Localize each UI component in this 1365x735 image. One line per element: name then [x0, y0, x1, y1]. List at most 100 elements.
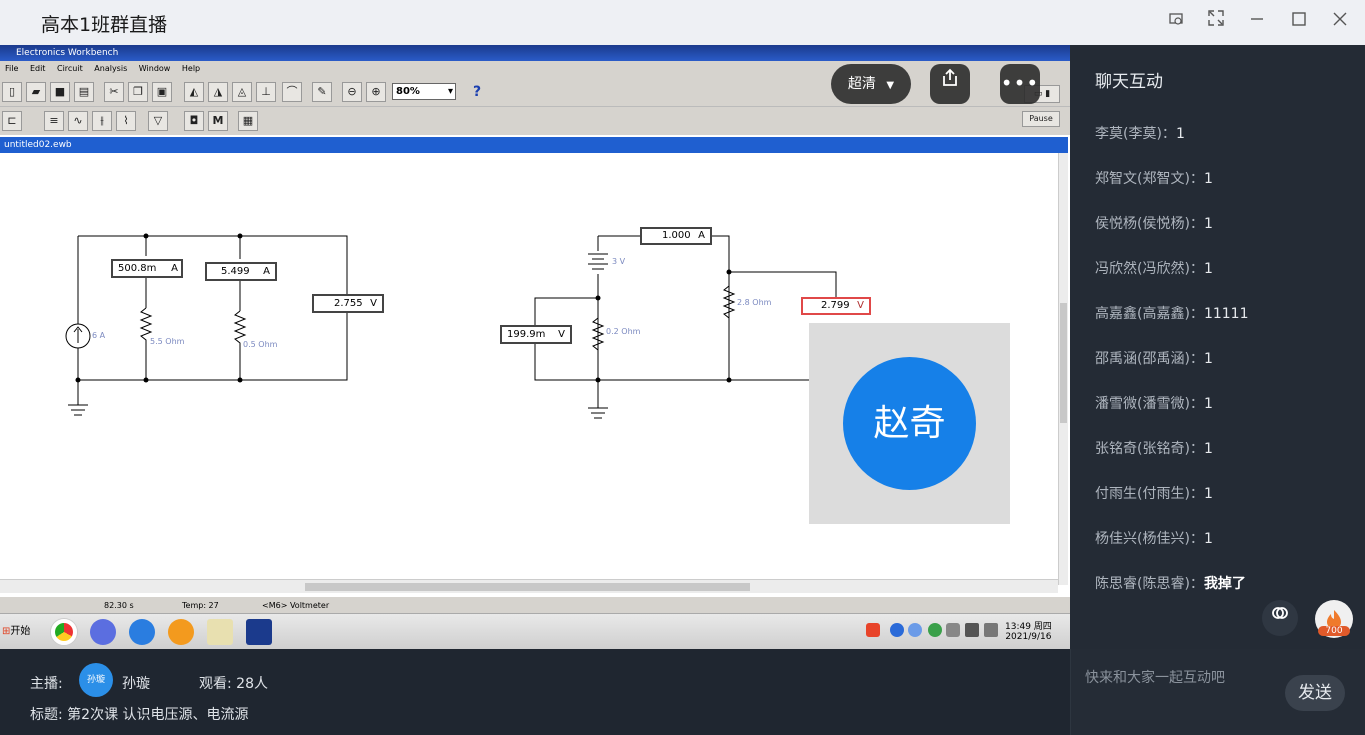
- transistors-icon: ⌇: [116, 111, 136, 131]
- chat-message: 张铭奇(张铭奇)：1: [1095, 441, 1213, 457]
- resistor-label-4: 0.2 Ohm: [606, 327, 641, 336]
- current-source-label: 6 A: [92, 331, 106, 340]
- chat-message: 高嘉鑫(高嘉鑫)：11111: [1095, 306, 1249, 322]
- chat-message: 冯欣然(冯欣然)：1: [1095, 261, 1213, 277]
- more-icon[interactable]: •••: [1000, 64, 1040, 104]
- network-icon: [965, 623, 979, 637]
- parts-bin-icon: ⊏: [2, 111, 22, 131]
- misc-icon: M: [208, 111, 228, 131]
- stream-topic: 标题: 第2次课 认识电压源、电流源: [30, 707, 249, 723]
- ewb-menu-analysis: Analysis: [94, 64, 128, 73]
- chat-message: 郑智文(郑智文)：1: [1095, 171, 1213, 187]
- share-icon[interactable]: [930, 64, 970, 104]
- ewb-taskbar-icon: [246, 619, 272, 645]
- host-label: 主播:: [30, 676, 63, 692]
- status-time: 82.30 s: [104, 601, 134, 610]
- app-icon-2: [129, 619, 155, 645]
- open-folder-icon: ▰: [26, 82, 46, 102]
- ewb-doc-title: untitled02.ewb: [0, 137, 1068, 153]
- zoom-in-icon: ⊕: [366, 82, 386, 102]
- link-icon[interactable]: [1262, 600, 1298, 636]
- ewb-menu-file: File: [5, 64, 19, 73]
- copy-icon: ❐: [128, 82, 148, 102]
- chat-input-area[interactable]: 快来和大家一起互动吧 发送: [1071, 649, 1365, 735]
- tray-icon-4: [928, 623, 942, 637]
- cut-icon: ✂: [104, 82, 124, 102]
- camera-avatar: 赵奇: [843, 357, 976, 490]
- maximize-icon[interactable]: [1286, 9, 1312, 35]
- chat-message-list: 李莫(李莫)：1 郑智文(郑智文)：1 侯悦杨(侯悦杨)：1 冯欣然(冯欣然)：…: [1095, 123, 1355, 618]
- footer-divider: [1070, 649, 1071, 735]
- start-button: ⊞开始: [2, 626, 31, 637]
- analog-ics-icon: ▽: [148, 111, 168, 131]
- canvas-vertical-scrollbar: [1058, 153, 1068, 585]
- app-icon-1: [90, 619, 116, 645]
- sources-icon: ≡: [44, 111, 64, 131]
- chat-message: 侯悦杨(侯悦杨)：1: [1095, 216, 1213, 232]
- send-button[interactable]: 发送: [1285, 675, 1345, 711]
- tray-icon-5: [946, 623, 960, 637]
- indicators-icon: ◘: [184, 111, 204, 131]
- flip-v-icon: ◬: [232, 82, 252, 102]
- save-icon: ■: [50, 82, 70, 102]
- title-bar: 高本1班群直播: [0, 0, 1365, 45]
- chat-message: 潘雪微(潘雪微)：1: [1095, 396, 1213, 412]
- chat-message: 陈思睿(陈思睿)：我掉了: [1095, 576, 1246, 592]
- chat-header: 聊天互动: [1095, 72, 1163, 92]
- host-avatar[interactable]: 孙璇: [79, 663, 113, 697]
- fullscreen-icon[interactable]: [1203, 9, 1229, 35]
- ewb-toolbar-parts: ⊏ ≡ ∿ ⫲ ⌇ ▽ ◘ M ▦ ▭ ▮ Pause: [0, 85, 1070, 135]
- analysis-graph-icon: ⌒: [282, 82, 302, 102]
- windows-taskbar: ⊞开始 13:49 周四 2021/9/16: [0, 613, 1070, 649]
- zoom-out-icon: ⊖: [342, 82, 362, 102]
- status-temp: Temp: 27: [182, 601, 219, 610]
- quality-select-button[interactable]: 超清 ▼: [831, 64, 911, 104]
- help-icon: ?: [472, 84, 482, 100]
- ewb-zoom-select: 80%▾: [392, 83, 456, 100]
- live-stream-view[interactable]: Electronics Workbench File Edit Circuit …: [0, 45, 1070, 649]
- screen-mode-icon[interactable]: [1163, 9, 1189, 35]
- battery-label: 3 V: [612, 257, 626, 266]
- paste-icon: ▣: [152, 82, 172, 102]
- ewb-menubar: File Edit Circuit Analysis Window Help: [0, 61, 1070, 77]
- chat-message: 邵禹涵(邵禹涵)：1: [1095, 351, 1213, 367]
- new-file-icon: ▯: [2, 82, 22, 102]
- diodes-icon: ⫲: [92, 111, 112, 131]
- close-icon[interactable]: [1327, 9, 1353, 35]
- camera-tile: 赵奇: [809, 323, 1010, 524]
- print-icon: ▤: [74, 82, 94, 102]
- chat-message: 杨佳兴(杨佳兴)：1: [1095, 531, 1213, 547]
- viewer-count: 观看: 28人: [199, 676, 268, 692]
- chat-message: 李莫(李莫)：1: [1095, 126, 1185, 142]
- component-props-icon: ⊥: [256, 82, 276, 102]
- ewb-menu-circuit: Circuit: [56, 64, 83, 73]
- chrome-icon: [51, 619, 77, 645]
- volume-icon: [984, 623, 998, 637]
- chat-panel: 聊天互动 李莫(李莫)：1 郑智文(郑智文)：1 侯悦杨(侯悦杨)：1 冯欣然(…: [1070, 45, 1365, 649]
- resistor-label-1: 5.5 Ohm: [150, 337, 185, 346]
- chat-message: 付雨生(付雨生)：1: [1095, 486, 1213, 502]
- minimize-icon[interactable]: [1244, 9, 1270, 35]
- canvas-horizontal-scrollbar: [0, 579, 1058, 593]
- ewb-app-title: Electronics Workbench: [0, 45, 1070, 61]
- instruments-icon: ▦: [238, 111, 258, 131]
- wand-icon: ✎: [312, 82, 332, 102]
- flip-h-icon: ◮: [208, 82, 228, 102]
- stream-info-footer: 主播: 孙璇 孙璇 观看: 28人 标题: 第2次课 认识电压源、电流源: [0, 649, 1070, 735]
- host-name: 孙璇: [122, 676, 150, 692]
- pause-button: Pause: [1022, 111, 1060, 127]
- resistor-label-2: 0.5 Ohm: [243, 340, 278, 349]
- ewb-menu-edit: Edit: [29, 64, 46, 73]
- rotate-icon: ◭: [184, 82, 204, 102]
- ewb-menu-help: Help: [181, 64, 201, 73]
- tray-icon-1: [866, 623, 880, 637]
- chat-input[interactable]: 快来和大家一起互动吧: [1085, 670, 1225, 686]
- ewb-statusbar: 82.30 s Temp: 27 <M6> Voltmeter: [0, 597, 1070, 613]
- taskbar-clock: 13:49 周四 2021/9/16: [1005, 622, 1052, 642]
- window-title: 高本1班群直播: [41, 14, 168, 36]
- ewb-menu-window: Window: [138, 64, 171, 73]
- status-component: <M6> Voltmeter: [262, 601, 330, 610]
